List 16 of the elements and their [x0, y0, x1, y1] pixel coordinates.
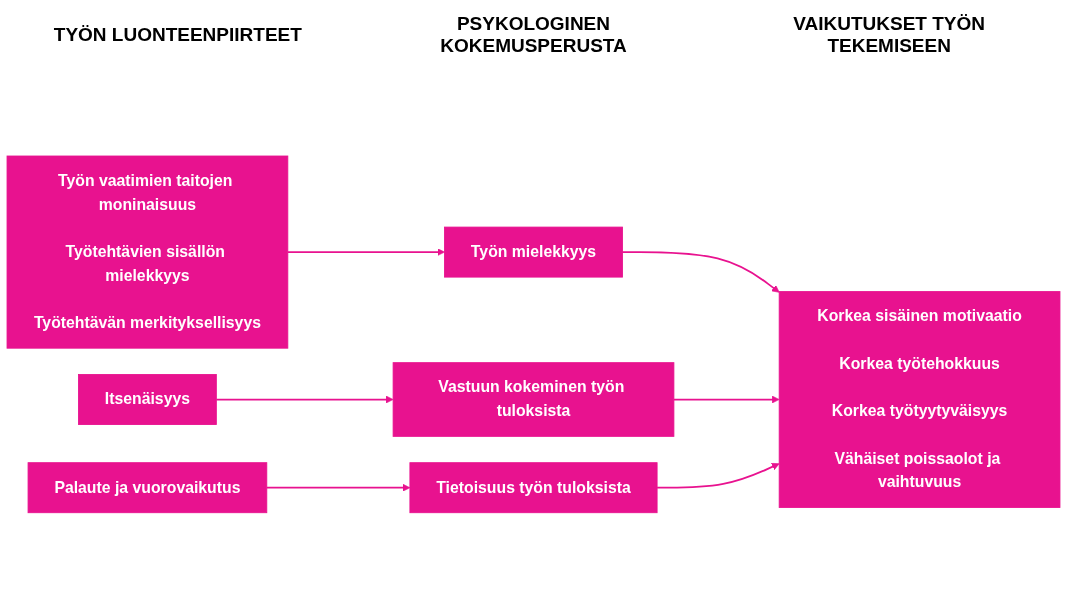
- arrow: [656, 462, 780, 489]
- node-box: Työn mielekkyys: [444, 226, 623, 278]
- column-heading: PSYKOLOGINEN KOKEMUSPERUSTA: [439, 13, 628, 57]
- arrow: [673, 395, 780, 403]
- column-heading: VAIKUTUKSET TYÖN TEKEMISEEN: [792, 13, 986, 57]
- node-box: Korkea sisäinen motivaatio Korkea työtehokkuus Korkea työtyytyväisyys Vähäiset poissaolot ja vaihtuvuus: [778, 290, 1061, 508]
- node-box: Työn vaatimien taitojen moninaisuus Työtehtävien sisällön mielekkyys Työtehtävän merkityksellisyys: [6, 155, 289, 349]
- node-box: Itsenäisyys: [78, 373, 217, 425]
- node-box: Palaute ja vuorovaikutus: [27, 461, 268, 513]
- arrow: [265, 483, 411, 492]
- node-box: Tietoisuus työn tuloksista: [409, 461, 658, 513]
- arrow: [621, 250, 780, 293]
- column-heading: TYÖN LUONTEENPIIRTEET: [52, 24, 303, 46]
- arrow: [215, 395, 394, 403]
- arrow: [286, 247, 445, 256]
- node-box: Vastuun kokeminen työn tuloksista: [392, 361, 675, 437]
